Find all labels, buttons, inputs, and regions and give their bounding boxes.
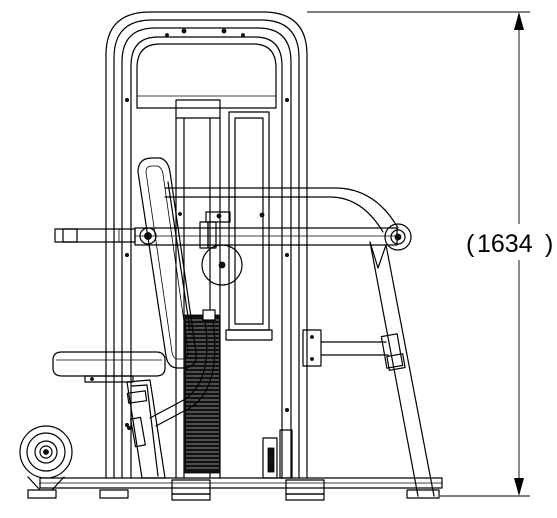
arm-linkage bbox=[54, 187, 412, 286]
dimension-value: 1634 bbox=[477, 230, 533, 258]
weight-stack bbox=[175, 99, 273, 479]
dimension-arrow-down bbox=[514, 478, 524, 496]
dimension-arrow-up bbox=[514, 12, 524, 30]
right-support-leg bbox=[302, 241, 440, 499]
base-frame bbox=[27, 429, 443, 501]
height-dimension: ( 1634 ) bbox=[307, 11, 557, 497]
back-pad bbox=[137, 157, 197, 369]
dimension-close-paren: ) bbox=[545, 230, 553, 258]
dimension-open-paren: ( bbox=[466, 230, 475, 258]
dimension-text-mask bbox=[468, 224, 557, 260]
transport-wheel bbox=[19, 425, 73, 491]
upright-frame bbox=[105, 11, 308, 479]
